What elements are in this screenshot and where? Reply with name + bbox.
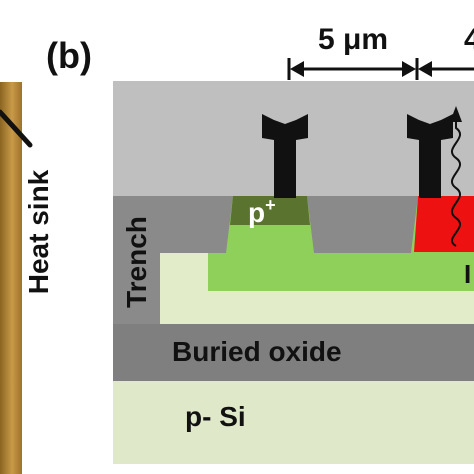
metal-contact-right — [407, 114, 453, 198]
emission-arrowhead-icon — [450, 106, 462, 122]
emitter-region — [414, 196, 474, 252]
green-region — [208, 253, 474, 291]
substrate-label: p- Si — [185, 401, 246, 432]
metal-contact-left — [262, 114, 308, 198]
panel-label: (b) — [46, 35, 92, 76]
buried-oxide-label: Buried oxide — [172, 336, 342, 367]
green-region-cut-label: I — [464, 259, 471, 289]
heat-sink-label: Heat sink — [23, 169, 54, 294]
dimension-arrowhead-right — [402, 61, 416, 77]
buried-oxide-layer — [113, 324, 474, 381]
dimension-label-5um: 5 μm — [318, 23, 388, 56]
substrate-layer — [113, 381, 474, 464]
dimension-arrowhead-left — [290, 61, 304, 77]
emission-wave-icon — [450, 118, 462, 247]
p-plus-label: p+ — [248, 195, 276, 228]
p-plus-contact — [230, 196, 310, 225]
heat-sink-pointer — [0, 109, 33, 148]
dimension-arrowhead-right-stub — [418, 61, 432, 77]
dimension-label-cut: 4 — [464, 23, 474, 56]
heat-sink-strip — [0, 82, 22, 474]
trench-label: Trench — [121, 216, 152, 308]
